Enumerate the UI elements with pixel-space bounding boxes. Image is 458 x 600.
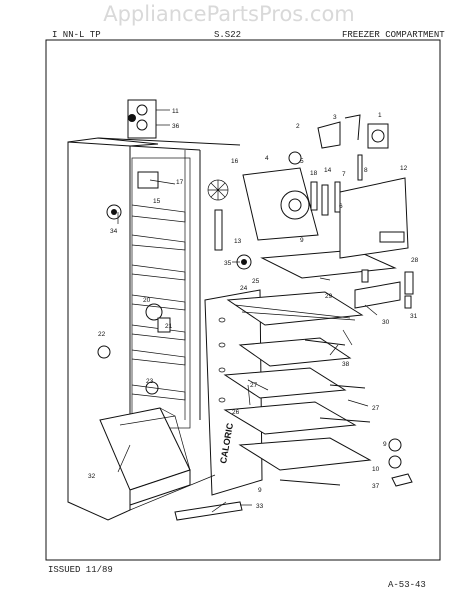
part-34 bbox=[106, 204, 122, 220]
callout: 22 bbox=[98, 331, 106, 338]
brand-plate: CALORIC bbox=[218, 422, 235, 465]
callout: 6 bbox=[339, 203, 343, 210]
callout: 32 bbox=[88, 473, 96, 480]
callout: 4 bbox=[265, 155, 269, 162]
part-20 bbox=[145, 303, 163, 321]
header-center: S.S22 bbox=[214, 30, 242, 40]
diagram-frame bbox=[45, 39, 441, 561]
callout: 29 bbox=[325, 293, 333, 300]
callout: 35 bbox=[224, 260, 232, 267]
callout: 5 bbox=[300, 158, 304, 165]
part-28 bbox=[404, 271, 414, 295]
callout-numbers: 1 2 3 4 5 6 7 8 9 9 9 10 11 12 13 14 15 … bbox=[88, 108, 419, 510]
callout: 9 bbox=[383, 441, 387, 448]
callout: 9 bbox=[300, 237, 304, 244]
callout: 12 bbox=[400, 165, 408, 172]
callout: 27 bbox=[250, 382, 258, 389]
callout: 14 bbox=[324, 167, 332, 174]
bulb-9 bbox=[388, 438, 402, 452]
part-29 bbox=[361, 269, 369, 283]
kick-plate bbox=[174, 501, 243, 521]
liner-panel bbox=[204, 289, 263, 496]
callout: 38 bbox=[342, 361, 350, 368]
bracket-2 bbox=[317, 121, 341, 149]
fan-assembly bbox=[207, 151, 319, 270]
callout: 3 bbox=[333, 114, 337, 121]
callout: 15 bbox=[153, 198, 161, 205]
part-18 bbox=[310, 181, 318, 211]
callout: 26 bbox=[232, 409, 240, 416]
callout: 25 bbox=[252, 278, 260, 285]
callout: 36 bbox=[172, 123, 180, 130]
callout: 9 bbox=[258, 487, 262, 494]
callout: 37 bbox=[372, 483, 380, 490]
part-7 bbox=[334, 181, 341, 213]
part-8 bbox=[357, 154, 363, 181]
header-title: FREEZER COMPARTMENT bbox=[342, 30, 445, 40]
rear-panel bbox=[339, 177, 409, 259]
callout: 23 bbox=[146, 378, 154, 385]
callout: 27 bbox=[372, 405, 380, 412]
part-37 bbox=[391, 473, 413, 487]
callout: 20 bbox=[143, 297, 151, 304]
door-shelves bbox=[131, 204, 186, 401]
part-31 bbox=[404, 295, 412, 309]
panel-handle bbox=[379, 231, 405, 243]
callout: 11 bbox=[172, 108, 179, 115]
leader-lines bbox=[117, 109, 378, 513]
callout: 8 bbox=[364, 167, 368, 174]
part-30 bbox=[354, 281, 401, 309]
callout: 21 bbox=[165, 323, 173, 330]
callout: 2 bbox=[296, 123, 300, 130]
watermark: AppliancePartsPros.com bbox=[103, 2, 355, 26]
part-13 bbox=[214, 209, 223, 251]
callout: 17 bbox=[176, 179, 184, 186]
callout: 13 bbox=[234, 238, 242, 245]
part-15 bbox=[137, 171, 159, 189]
footer-issued: ISSUED 11/89 bbox=[48, 565, 113, 575]
callout: 28 bbox=[411, 257, 419, 264]
part-3 bbox=[344, 114, 361, 141]
footer-page-code: A-53-43 bbox=[388, 580, 426, 590]
callout: 1 bbox=[378, 112, 382, 119]
callout: 31 bbox=[410, 313, 418, 320]
shelf-rails bbox=[279, 339, 371, 486]
callout: 7 bbox=[342, 171, 346, 178]
callout: 33 bbox=[256, 503, 264, 510]
callout: 10 bbox=[372, 466, 380, 473]
header-left: I NN-L TP bbox=[52, 30, 101, 40]
callout: 34 bbox=[110, 228, 118, 235]
wire-shelves bbox=[223, 249, 397, 471]
callout: 16 bbox=[231, 158, 239, 165]
callout: 24 bbox=[240, 285, 248, 292]
part-23 bbox=[145, 381, 159, 395]
part-22 bbox=[97, 345, 111, 359]
callout: 30 bbox=[382, 319, 390, 326]
part-21 bbox=[157, 317, 171, 333]
part-14 bbox=[321, 184, 329, 216]
part-1 bbox=[367, 123, 389, 149]
bulb-10 bbox=[388, 455, 402, 469]
callout: 18 bbox=[310, 170, 318, 177]
